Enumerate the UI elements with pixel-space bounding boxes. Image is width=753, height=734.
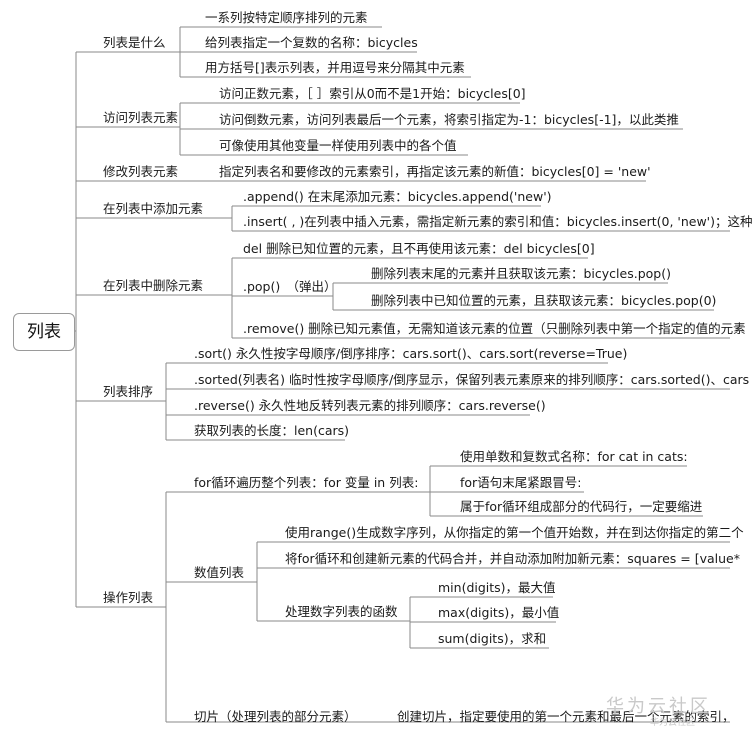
delete-item-del: del 删除已知位置的元素，且不再使用该元素：del bicycles[0] bbox=[243, 241, 595, 256]
access-item-1: 访问正数元素，［ ］索引从0而不是1开始：bicycles[0] bbox=[219, 86, 526, 101]
watermark-sub: 华为云社区 bbox=[650, 718, 696, 728]
sort-item-len: 获取列表的长度：len(cars) bbox=[194, 423, 350, 438]
ops-for: for循环遍历整个列表：for 变量 in 列表: bbox=[194, 475, 419, 490]
numeric-item-range: 使用range()生成数字序列，从你指定的第一个值开始数，并在到达你指定的第二个 bbox=[285, 525, 744, 540]
pop-item-1: 删除列表末尾的元素并且获取该元素：bicycles.pop() bbox=[371, 266, 671, 281]
delete-item-pop: .pop() （弹出） bbox=[243, 279, 337, 294]
add-item-insert: .insert( , )在列表中插入元素，需指定新元素的索引和值：bicycle… bbox=[243, 214, 753, 229]
branch-ops: 操作列表 bbox=[103, 590, 154, 605]
slice-item: 创建切片，指定要使用的第一个元素和最后一个元素的索引， bbox=[397, 709, 735, 724]
access-item-3: 可像使用其他变量一样使用列表中的各个值 bbox=[219, 138, 457, 153]
what-item-2: 给列表指定一个复数的名称：bicycles bbox=[205, 35, 418, 50]
for-item-2: for语句末尾紧跟冒号: bbox=[460, 475, 582, 490]
ops-slice: 切片（处理列表的部分元素） bbox=[194, 709, 357, 724]
branch-sort: 列表排序 bbox=[103, 384, 154, 399]
numeric-func-label: 处理数字列表的函数 bbox=[285, 604, 398, 619]
access-item-2: 访问倒数元素，访问列表最后一个元素，将索引指定为-1：bicycles[-1]，… bbox=[219, 112, 679, 127]
for-item-3: 属于for循环组成部分的代码行，一定要缩进 bbox=[460, 499, 703, 514]
ops-numeric: 数值列表 bbox=[194, 565, 245, 580]
mind-map: 列表 列表是什么 一系列按特定顺序排列的元素 给列表指定一个复数的名称：bicy… bbox=[13, 10, 753, 728]
add-item-append: .append() 在末尾添加元素：bicycles.append('new') bbox=[243, 189, 552, 204]
branch-modify: 修改列表元素 bbox=[103, 164, 179, 179]
branch-add: 在列表中添加元素 bbox=[103, 201, 204, 216]
what-item-3: 用方括号[]表示列表，并用逗号来分隔其中元素 bbox=[205, 60, 465, 75]
func-sum: sum(digits)，求和 bbox=[438, 631, 547, 646]
branch-what: 列表是什么 bbox=[103, 35, 166, 50]
func-max: max(digits)，最小值 bbox=[438, 605, 560, 620]
sort-item-sorted: .sorted(列表名) 临时性按字母顺序/倒序显示，保留列表元素原来的排列顺序… bbox=[194, 372, 750, 387]
branch-delete: 在列表中删除元素 bbox=[103, 278, 204, 293]
what-item-1: 一系列按特定顺序排列的元素 bbox=[205, 10, 368, 25]
root-node: 列表 bbox=[13, 313, 75, 351]
pop-item-2: 删除列表中已知位置的元素，且获取该元素：bicycles.pop(0) bbox=[371, 293, 717, 308]
connector-lines bbox=[73, 26, 730, 723]
numeric-item-comprehension: 将for循环和创建新元素的代码合并，并自动添加附加新元素：squares = [… bbox=[285, 551, 740, 566]
watermark: 华为云社区 bbox=[606, 696, 711, 717]
delete-item-remove: .remove() 删除已知元素值，无需知道该元素的位置（只删除列表中第一个指定… bbox=[243, 321, 746, 336]
sort-item-reverse: .reverse() 永久性地反转列表元素的排列顺序：cars.reverse(… bbox=[194, 398, 546, 413]
sort-item-sort: .sort() 永久性按字母顺序/倒序排序：cars.sort()、cars.s… bbox=[194, 346, 628, 361]
for-item-1: 使用单数和复数式名称：for cat in cats: bbox=[460, 449, 688, 464]
branch-access: 访问列表元素 bbox=[103, 110, 179, 125]
modify-item-1: 指定列表名和要修改的元素索引，再指定该元素的新值：bicycles[0] = '… bbox=[219, 164, 651, 179]
func-min: min(digits)，最大值 bbox=[438, 580, 556, 595]
